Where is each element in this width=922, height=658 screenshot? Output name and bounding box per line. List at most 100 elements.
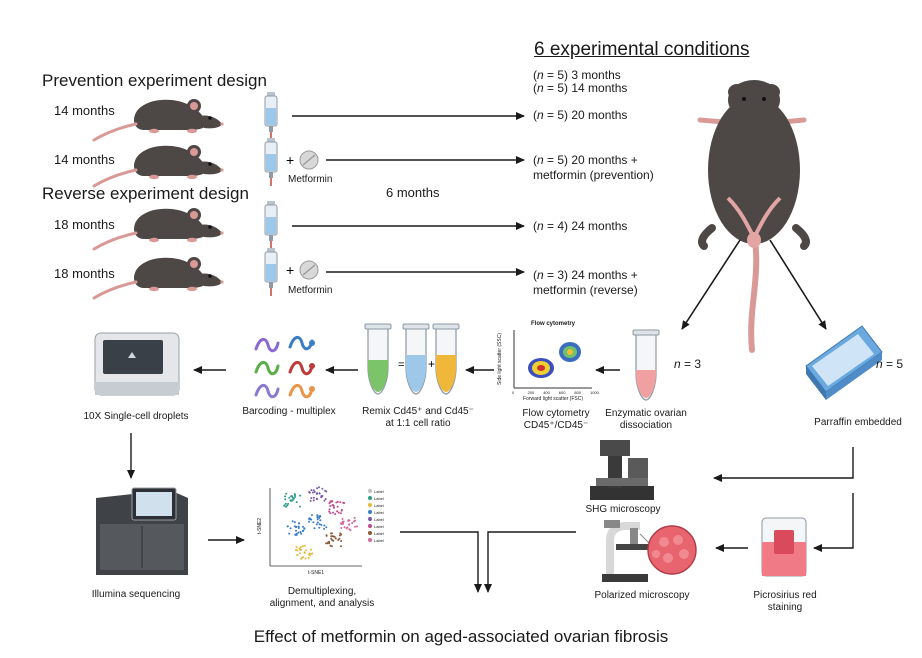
legend-label: Label — [374, 510, 384, 515]
tsne-point — [318, 486, 320, 489]
branch-n-label: n = 3 — [674, 357, 702, 371]
age-label: 14 months — [54, 103, 115, 118]
tsne-point — [354, 525, 356, 528]
tsne-legend-item: Label — [368, 531, 384, 536]
tsne-point — [337, 511, 340, 514]
tsne-point — [331, 532, 333, 535]
tsne-point — [286, 525, 289, 528]
fibrosis-tissue-icon — [639, 525, 697, 575]
barcoding-label: Barcoding - multiplex — [242, 406, 336, 417]
tsne-point — [296, 553, 299, 556]
tsne-point — [332, 511, 335, 514]
tsne-point — [323, 527, 326, 530]
tsne-point — [340, 545, 342, 548]
metformin-label: Metformin — [288, 285, 333, 296]
tsne-point — [295, 546, 298, 548]
legend-label: Label — [374, 517, 384, 522]
tsne-point — [339, 512, 342, 515]
metformin-pill-icon — [299, 150, 319, 170]
picrosirius-label-2: staining — [767, 602, 803, 613]
age-label: 18 months — [54, 266, 115, 281]
tsne-point — [329, 505, 332, 507]
tsne-point — [339, 501, 342, 504]
picrosirius-label-1: Picrosirius red — [753, 590, 817, 601]
tsne-point — [353, 520, 355, 523]
tsne-point — [299, 546, 302, 549]
tsne-point — [333, 506, 335, 509]
tsne-point — [295, 529, 297, 532]
legend-label: Label — [374, 531, 384, 536]
tsne-point — [298, 522, 301, 525]
tsne-point — [312, 499, 315, 502]
flow-label-1: Flow cytometry — [522, 408, 590, 419]
enzymatic-label-2: dissociation — [619, 420, 673, 431]
tsne-point — [318, 492, 321, 495]
tsne-point — [328, 540, 331, 543]
condition-item: (n = 4) 24 months — [533, 219, 628, 233]
tsne-point — [304, 557, 307, 560]
tsne-point — [342, 501, 345, 504]
legend-swatch — [368, 510, 372, 514]
tsne-legend-item: Label — [368, 517, 384, 522]
tsne-point — [295, 526, 297, 529]
tsne-point — [312, 521, 315, 524]
legend-swatch — [368, 503, 372, 507]
tsne-point — [294, 495, 297, 498]
tsne-point — [318, 516, 321, 518]
tsne-point — [318, 523, 321, 526]
sequencing-label: 10X Single-cell droplets — [83, 411, 189, 422]
tsne-point — [326, 542, 329, 545]
tsne-point — [308, 520, 310, 523]
flow-xtick-label: 1000 — [590, 390, 599, 395]
tsne-ylabel: t-SNE2 — [257, 517, 263, 535]
tsne-point — [295, 501, 298, 504]
tsne-point — [284, 498, 287, 501]
remix-label-2: at 1:1 cell ratio — [385, 418, 451, 429]
tsne-point — [286, 504, 289, 507]
tsne-point — [323, 524, 326, 527]
syringe-icon — [264, 200, 278, 250]
legend-label: Label — [374, 503, 384, 508]
demux-label-1: Demultiplexing, — [287, 586, 357, 597]
tsne-point — [311, 491, 314, 494]
tsne-point — [325, 534, 328, 537]
tsne-point — [313, 491, 316, 493]
tsne-point — [353, 516, 356, 519]
age-label: 18 months — [54, 217, 115, 232]
condition-item: (n = 5) 14 months — [533, 81, 628, 95]
flow-xtick-label: 400 — [543, 390, 550, 395]
dissociation-tube-icon — [632, 329, 660, 401]
tsne-point — [288, 496, 291, 499]
tsne-point — [346, 526, 349, 529]
syringe-icon — [264, 91, 278, 141]
tsne-legend-item: Label — [368, 489, 384, 494]
tsne-point — [315, 523, 318, 526]
tsne-point — [301, 530, 304, 533]
tsne-point — [316, 492, 319, 495]
tsne-point — [348, 523, 350, 526]
tsne-point — [338, 537, 341, 540]
legend-swatch — [368, 496, 372, 500]
legend-swatch — [368, 524, 372, 528]
legend-swatch — [368, 538, 372, 542]
tsne-point — [321, 487, 324, 490]
tsne-point — [351, 522, 354, 524]
tsne-point — [300, 548, 302, 551]
tsne-point — [343, 526, 346, 529]
pipeline-arrows — [127, 366, 854, 593]
tsne-point — [319, 519, 322, 522]
flow-plot-title: Flow cytometry — [530, 321, 576, 327]
tsne-point — [328, 542, 331, 545]
flow-cytometry-plot — [513, 330, 592, 389]
tsne-point — [301, 525, 304, 528]
tsne-point — [291, 520, 294, 523]
tsne-point — [309, 517, 311, 520]
branch-arrows — [681, 239, 827, 330]
tsne-point — [287, 502, 290, 505]
mouse-top-view-icon — [697, 80, 810, 353]
condition-item: (n = 3) 24 months + — [533, 268, 638, 282]
tsne-point — [285, 492, 288, 495]
age-label: 14 months — [54, 152, 115, 167]
tsne-point — [340, 523, 343, 525]
